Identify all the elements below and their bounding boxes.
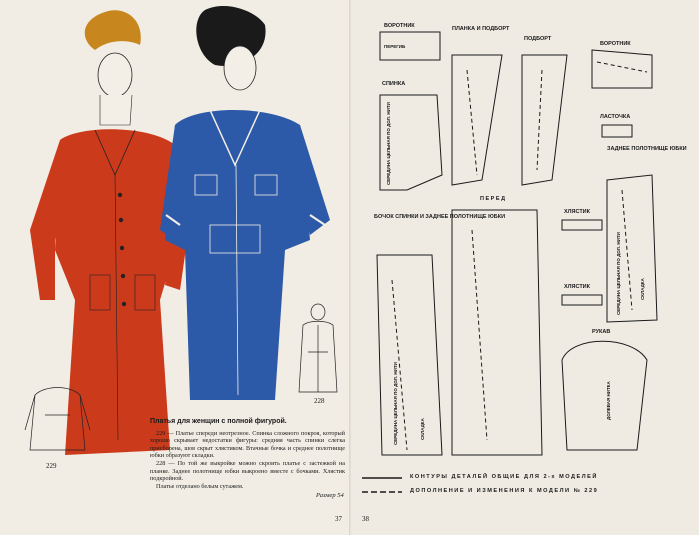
pattern-side-back	[376, 254, 443, 456]
model-number-228: 228	[314, 397, 325, 405]
pattern-sleeve	[561, 340, 648, 451]
label-front: П Е Р Е Д	[480, 196, 505, 202]
pattern-facing	[521, 54, 568, 186]
pattern-collar-1	[379, 31, 441, 61]
label-collar-2: ВОРОТНИК	[600, 41, 631, 47]
page-number-left: 37	[335, 515, 342, 523]
label-pleat-skirt: СКЛАДКА	[640, 277, 645, 300]
caption-block: Платья для женщин с полной фигурой. 229 …	[150, 418, 345, 490]
model-number-229: 229	[46, 462, 57, 470]
pattern-front	[451, 209, 543, 456]
back-view-229	[24, 387, 91, 451]
label-sleeve: РУКАВ	[592, 329, 610, 335]
legend-lines	[362, 477, 402, 493]
label-placket: ПЛАНКА И ПОДБОРТ	[452, 26, 510, 32]
pattern-back-skirt	[606, 174, 658, 323]
pattern-belt-2	[561, 294, 603, 306]
label-facing: ПОДБОРТ	[524, 36, 552, 42]
fashion-illustration	[24, 5, 338, 455]
label-back: СПИНКА	[382, 81, 405, 87]
caption-title: Платья для женщин с полной фигурой.	[150, 418, 287, 425]
sewing-pattern-sheet: ВОРОТНИК ПЛАНКА И ПОДБОРТ ПОДБОРТ ВОРОТН…	[374, 23, 687, 456]
blue-dress-figure	[160, 5, 330, 400]
size-note: Размер 54	[316, 492, 344, 499]
back-view-228	[298, 303, 338, 393]
page-number-right: 38	[362, 515, 369, 523]
label-pleat-side: СКЛАДКА	[420, 417, 425, 440]
label-swallow: ЛАСТОЧКА	[600, 114, 630, 120]
label-back-skirt: ЗАДНЕЕ ПОЛОТНИЩЕ ЮБКИ	[607, 146, 687, 152]
left-page: 229 228 Платья для женщин с полной фигур…	[24, 5, 345, 523]
label-center-grain-skirt: СЕРЕДИНА ЦЕЛЬНАЯ ПО ДОЛ. НИТИ	[616, 232, 621, 315]
paragraph-229: 229 — Платье спереди неотрезное. Спинка …	[150, 429, 345, 460]
pattern-swallow	[601, 124, 633, 138]
pattern-placket	[451, 54, 503, 186]
label-collar-1: ВОРОТНИК	[384, 23, 415, 29]
right-page: ВОРОТНИК ПЛАНКА И ПОДБОРТ ПОДБОРТ ВОРОТН…	[352, 0, 699, 535]
pattern-belt-1	[561, 219, 603, 231]
label-center-grain-back: СЕРЕДИНА ЦЕЛЬНАЯ ПО ДОЛ. НИТИ	[386, 102, 391, 185]
paragraph-228: 228 — По той же выкройке можно скроить п…	[150, 459, 345, 483]
label-grain-sleeve: ДОЛЕВАЯ НИТКА	[606, 381, 611, 420]
legend-solid-text: КОНТУРЫ ДЕТАЛЕЙ ОБЩИЕ ДЛЯ 2-х МОДЕЛЕЙ	[410, 474, 598, 480]
label-belt-1: ХЛЯСТИК	[564, 209, 591, 215]
label-center-grain-side: СЕРЕДИНА ЦЕЛЬНАЯ ПО ДОЛ. НИТИ	[393, 362, 398, 445]
pattern-back	[379, 94, 443, 191]
label-fold: ПЕРЕГИБ	[384, 44, 406, 49]
pattern-collar-2	[591, 49, 653, 89]
label-belt-2: ХЛЯСТИК	[564, 284, 591, 290]
paragraph-trim: Платье отделано белым сутажем.	[156, 482, 244, 490]
legend-dashed-text: ДОПОЛНЕНИЕ И ИЗМЕНЕНИЯ К МОДЕЛИ № 229	[410, 488, 599, 494]
label-side-back: БОЧОК СПИНКИ И ЗАДНЕЕ ПОЛОТНИЩЕ ЮБКИ	[374, 214, 505, 220]
